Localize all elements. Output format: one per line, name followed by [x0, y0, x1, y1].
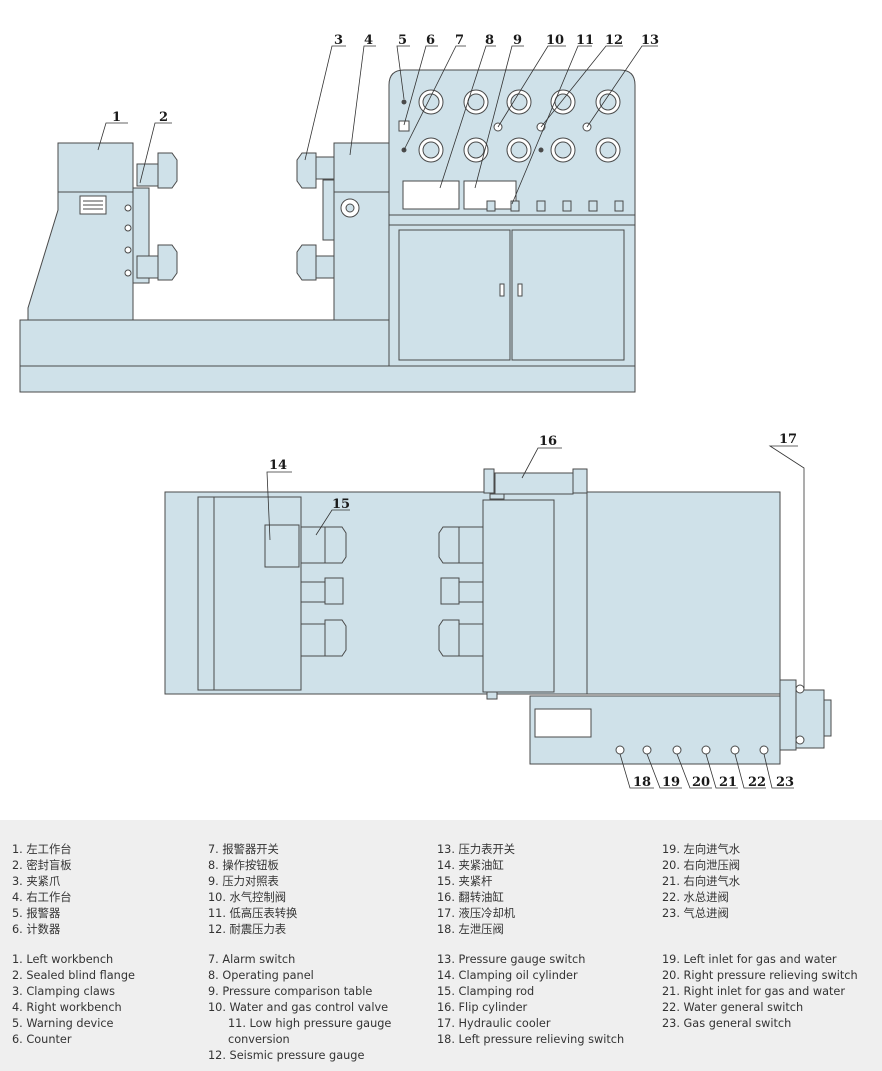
legend-en: 10. Water and gas control valve	[208, 1001, 389, 1014]
legend-column-2: 7. 报警器开关 8. 操作按钮板 9. 压力对照表 10. 水气控制阀 11.…	[208, 842, 391, 1064]
label-13: 13	[641, 33, 659, 48]
label-2: 2	[159, 110, 168, 125]
flip-cylinder	[494, 472, 574, 495]
legend-zh: 2. 密封盲板	[12, 859, 72, 872]
legend-zh: 12. 耐震压力表	[208, 923, 287, 936]
label-22: 22	[748, 775, 766, 790]
legend-en: 16. Flip cylinder	[437, 1001, 528, 1014]
label-8: 8	[485, 33, 494, 48]
legend-zh: 3. 夹紧爪	[12, 875, 61, 888]
label-3: 3	[334, 33, 343, 48]
legend-en: 20. Right pressure relieving switch	[662, 969, 858, 982]
label-15: 15	[332, 497, 350, 512]
legend-zh: 19. 左向进气水	[662, 843, 741, 856]
legend-en: 8. Operating panel	[208, 969, 314, 982]
legend-zh: 18. 左泄压阀	[437, 923, 504, 936]
label-23: 23	[776, 775, 794, 790]
legend-en: 7. Alarm switch	[208, 953, 296, 966]
legend-en: 5. Warning device	[12, 1017, 114, 1030]
label-4: 4	[364, 33, 373, 48]
legend-panel: 1. 左工作台 2. 密封盲板 3. 夹紧爪 4. 右工作台 5. 报警器 6.…	[0, 820, 882, 1071]
legend-zh: 15. 夹紧杆	[437, 875, 493, 888]
top-view	[164, 468, 832, 765]
label-20: 20	[692, 775, 710, 790]
right-workbench	[333, 142, 390, 321]
legend-en: 14. Clamping oil cylinder	[437, 969, 578, 982]
legend-en: 9. Pressure comparison table	[208, 985, 373, 998]
legend-zh: 8. 操作按钮板	[208, 859, 279, 872]
legend-en: 17. Hydraulic cooler	[437, 1017, 551, 1030]
legend-en: 4. Right workbench	[12, 1001, 122, 1014]
legend-en: 22. Water general switch	[662, 1001, 804, 1014]
label-21: 21	[719, 775, 737, 790]
legend-zh: 23. 气总进阀	[662, 907, 729, 920]
leader-lines	[97, 45, 805, 789]
label-17: 17	[779, 432, 797, 447]
label-7: 7	[455, 33, 464, 48]
legend-zh: 1. 左工作台	[12, 843, 72, 856]
left-workbench	[27, 142, 134, 321]
label-10: 10	[546, 33, 564, 48]
label-19: 19	[662, 775, 680, 790]
label-16: 16	[539, 434, 557, 449]
legend-en: 2. Sealed blind flange	[12, 969, 135, 982]
legend-en: 3. Clamping claws	[12, 985, 115, 998]
operating-panel	[402, 180, 460, 210]
label-6: 6	[426, 33, 435, 48]
legend-zh: 17. 液压冷却机	[437, 907, 516, 920]
machine-diagram: 1 2 3 4 5 6 7 8 9 10 11 12 13 14 15 16 1…	[19, 33, 832, 790]
legend-zh: 9. 压力对照表	[208, 875, 279, 888]
legend-column-4: 19. 左向进气水 20. 右向泄压阀 21. 右向进气水 22. 水总进阀 2…	[662, 842, 858, 1032]
legend-zh: 7. 报警器开关	[208, 843, 279, 856]
legend-zh: 16. 翻转油缸	[437, 891, 504, 904]
label-12: 12	[605, 33, 623, 48]
legend-zh: 21. 右向进气水	[662, 875, 741, 888]
label-5: 5	[398, 33, 407, 48]
front-view	[19, 69, 636, 393]
legend-zh: 4. 右工作台	[12, 891, 72, 904]
legend-zh: 14. 夹紧油缸	[437, 859, 504, 872]
legend-zh: 20. 右向泄压阀	[662, 859, 741, 872]
clamping-oil-cylinder	[264, 524, 300, 568]
label-9: 9	[513, 33, 522, 48]
legend-column-3: 13. 压力表开关 14. 夹紧油缸 15. 夹紧杆 16. 翻转油缸 17. …	[437, 842, 624, 1048]
legend-en: 19. Left inlet for gas and water	[662, 953, 837, 966]
legend-en: 21. Right inlet for gas and water	[662, 985, 846, 998]
legend-zh: 22. 水总进阀	[662, 891, 729, 904]
label-18: 18	[633, 775, 651, 790]
label-14: 14	[269, 458, 287, 473]
label-11: 11	[576, 33, 594, 48]
legend-en: 15. Clamping rod	[437, 985, 535, 998]
legend-zh: 13. 压力表开关	[437, 843, 516, 856]
legend-en: 1. Left workbench	[12, 953, 114, 966]
label-1: 1	[112, 110, 121, 125]
legend-zh: 6. 计数器	[12, 923, 61, 936]
legend-zh: 10. 水气控制阀	[208, 891, 287, 904]
legend-en: 11. Low high pressure gauge	[228, 1017, 392, 1030]
legend-zh: 11. 低高压表转换	[208, 907, 298, 920]
legend-zh: 5. 报警器	[12, 907, 61, 920]
legend-en: 13. Pressure gauge switch	[437, 953, 586, 966]
legend-en: 12. Seismic pressure gauge	[208, 1049, 365, 1062]
legend-en: 18. Left pressure relieving switch	[437, 1033, 625, 1046]
legend-en: conversion	[228, 1033, 290, 1046]
legend-en: 23. Gas general switch	[662, 1017, 792, 1030]
legend-column-1: 1. 左工作台 2. 密封盲板 3. 夹紧爪 4. 右工作台 5. 报警器 6.…	[12, 842, 135, 1048]
hydraulic-cooler	[779, 679, 797, 751]
legend-en: 6. Counter	[12, 1033, 72, 1046]
